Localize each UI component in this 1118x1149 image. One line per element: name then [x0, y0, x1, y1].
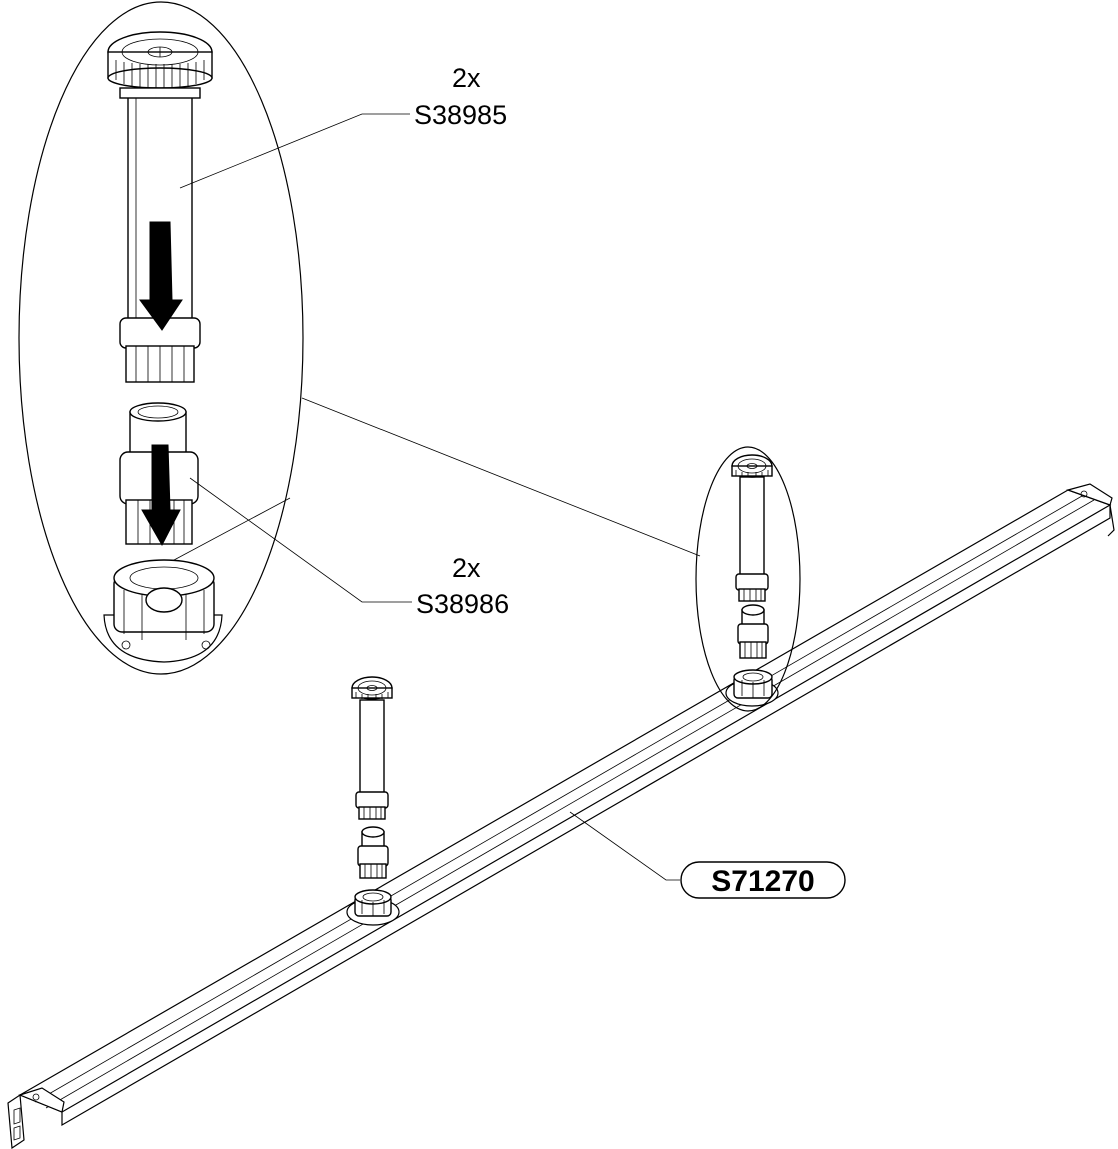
- tube-quantity: 2x: [452, 63, 481, 93]
- adapter-leader-line: [189, 477, 412, 603]
- beam-part-badge: [680, 861, 846, 899]
- beam-leader-line: [569, 811, 680, 881]
- beam-part-number: S71270: [711, 865, 814, 898]
- down-arrow-icon: [141, 444, 181, 547]
- leveler-assembly-right: [731, 454, 773, 699]
- tube-part: [107, 31, 213, 383]
- down-arrow-icon: [139, 221, 183, 331]
- detail-leader-lines: [145, 397, 701, 576]
- tube-part-number: S38985: [414, 100, 507, 130]
- detail-marker-ellipse: [695, 446, 801, 712]
- base-socket-part: [103, 559, 223, 663]
- detail-view: [18, 1, 304, 675]
- tube-leader-line: [179, 113, 410, 189]
- adapter-quantity: 2x: [452, 553, 481, 583]
- adapter-part-number: S38986: [416, 589, 509, 619]
- leveler-assembly-left: [351, 676, 393, 917]
